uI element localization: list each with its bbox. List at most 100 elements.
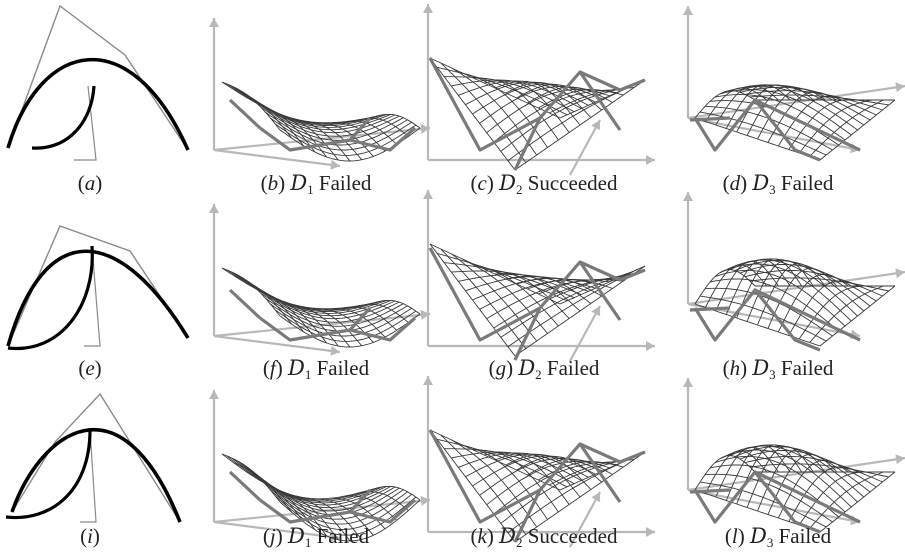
caption-letter: (i) bbox=[80, 524, 100, 548]
axis-line bbox=[213, 148, 341, 168]
axis-line bbox=[213, 498, 431, 524]
mesh-line bbox=[809, 471, 884, 529]
panel-graphic bbox=[423, 4, 655, 176]
control-net-edge bbox=[228, 470, 262, 502]
axis-arrowhead bbox=[895, 268, 905, 279]
panel-graphic bbox=[209, 390, 431, 542]
caption-letter: (l) bbox=[724, 524, 745, 548]
control-net-edge bbox=[578, 443, 622, 503]
mesh-line bbox=[514, 451, 646, 543]
dataset-index: 3 bbox=[769, 367, 776, 382]
main-curve bbox=[6, 249, 190, 347]
caption-e: (e) bbox=[78, 356, 101, 380]
status-text: Failed bbox=[780, 171, 834, 195]
mesh-line bbox=[819, 99, 896, 161]
dataset-symbol: D bbox=[518, 356, 536, 380]
axis-arrowhead bbox=[895, 454, 905, 465]
caption-letter: (d) bbox=[722, 171, 748, 195]
surface-mesh bbox=[694, 258, 896, 347]
curve-group bbox=[5, 392, 182, 523]
dataset-index: 1 bbox=[304, 535, 312, 550]
status-text: Failed bbox=[316, 524, 370, 548]
hook-control-polygon bbox=[80, 429, 97, 523]
axes bbox=[683, 192, 905, 340]
caption-letter: (j) bbox=[262, 524, 283, 548]
caption-letter: (h) bbox=[722, 356, 748, 380]
panel-h bbox=[670, 186, 905, 356]
control-net-edge bbox=[578, 261, 622, 321]
status-text: Succeeded bbox=[527, 524, 618, 548]
control-net-edge bbox=[428, 247, 646, 342]
mesh-line bbox=[270, 117, 412, 151]
dataset-symbol: D bbox=[499, 524, 516, 548]
mesh-line bbox=[507, 82, 639, 162]
axis-arrowhead bbox=[330, 531, 340, 542]
status-text: Failed bbox=[546, 356, 600, 380]
panel-c bbox=[420, 0, 670, 176]
control-net-edge bbox=[513, 307, 542, 361]
control-net-edge bbox=[578, 71, 622, 131]
status-text: Failed bbox=[778, 524, 832, 548]
control-net bbox=[689, 288, 861, 352]
axis-arrowhead bbox=[591, 306, 601, 317]
axes bbox=[209, 390, 431, 542]
mesh-line bbox=[549, 273, 635, 300]
axis-line bbox=[687, 270, 905, 306]
dataset-index: 1 bbox=[304, 367, 312, 382]
control-net-edge bbox=[228, 288, 262, 320]
axis-line bbox=[569, 305, 601, 362]
panel-graphic bbox=[683, 6, 905, 162]
dataset-index: 2 bbox=[515, 535, 523, 550]
mesh-line bbox=[270, 489, 412, 530]
control-polygon bbox=[11, 392, 181, 523]
axis-line bbox=[569, 119, 601, 176]
dataset-index: 3 bbox=[766, 535, 774, 550]
axis-arrowhead bbox=[646, 527, 655, 537]
panel-graphic bbox=[5, 392, 182, 523]
panel-graphic bbox=[6, 225, 190, 351]
axis-arrowhead bbox=[591, 492, 601, 503]
dataset-index: 3 bbox=[769, 182, 776, 197]
status-text: Failed bbox=[318, 171, 372, 195]
control-polygon bbox=[7, 4, 189, 151]
control-net-edge bbox=[428, 429, 646, 524]
dataset-symbol: D bbox=[290, 171, 308, 195]
mesh-line bbox=[369, 113, 421, 129]
mesh-line bbox=[274, 309, 417, 342]
mesh-line bbox=[819, 471, 896, 533]
panel-d bbox=[670, 0, 905, 170]
control-net-edge bbox=[513, 489, 542, 543]
axis-arrowhead bbox=[330, 159, 340, 170]
mesh-line bbox=[226, 269, 375, 310]
surface-mesh bbox=[429, 57, 646, 171]
surface-mesh bbox=[429, 429, 646, 543]
caption-f: (f) D1 Failed bbox=[263, 356, 369, 387]
axis-arrowhead bbox=[423, 376, 433, 385]
surface-mesh bbox=[694, 84, 896, 161]
mesh-line bbox=[749, 94, 889, 106]
axis-arrowhead bbox=[591, 120, 601, 131]
axis-line bbox=[569, 491, 601, 548]
mesh-line bbox=[500, 271, 631, 338]
mesh-line bbox=[500, 85, 631, 152]
mesh-line bbox=[221, 453, 281, 503]
axis-arrowhead bbox=[895, 82, 905, 93]
caption-b: (b) D1 Failed bbox=[261, 171, 372, 202]
mesh-line bbox=[514, 79, 646, 171]
panel-b bbox=[200, 0, 431, 170]
mesh-line bbox=[507, 454, 639, 534]
mesh-line bbox=[357, 117, 409, 137]
surface-mesh bbox=[694, 444, 896, 533]
axis-arrowhead bbox=[423, 190, 433, 199]
dataset-index: 1 bbox=[307, 182, 314, 197]
mesh-line bbox=[279, 499, 421, 542]
dataset-symbol: D bbox=[752, 171, 770, 195]
caption-j: (j) D1 Failed bbox=[263, 524, 369, 555]
control-net-edge bbox=[228, 98, 262, 130]
caption-h: (h) D3 Failed bbox=[723, 356, 834, 387]
dataset-index: 2 bbox=[535, 367, 542, 382]
panel-k bbox=[420, 372, 670, 548]
status-text: Failed bbox=[316, 356, 370, 380]
panel-e bbox=[0, 186, 200, 356]
